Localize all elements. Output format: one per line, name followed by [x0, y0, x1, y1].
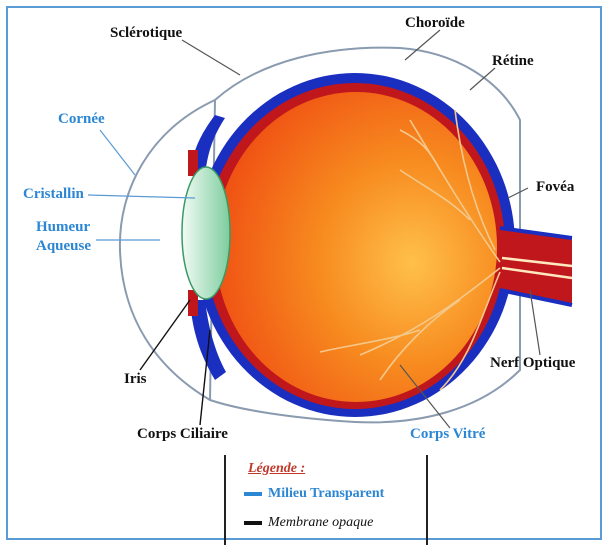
label-retine: Rétine — [492, 54, 534, 69]
legend-label-opaque: Membrane opaque — [268, 515, 373, 531]
legend-title: Légende : — [248, 461, 305, 477]
label-choroide: Choroïde — [405, 16, 465, 31]
vitreous-body — [215, 92, 497, 402]
legend-swatch-black — [244, 521, 262, 525]
label-cristallin: Cristallin — [23, 187, 84, 202]
leader-sclerotique — [182, 40, 240, 75]
label-humeur-line1: Humeur — [36, 220, 90, 235]
lens — [182, 167, 230, 299]
legend-box: Légende : Milieu Transparent Membrane op… — [224, 455, 428, 545]
legend-item-opaque: Membrane opaque — [244, 515, 373, 531]
legend-swatch-blue — [244, 492, 262, 496]
label-iris: Iris — [124, 372, 147, 387]
leader-iris — [140, 300, 190, 370]
label-corps-vitre: Corps Vitré — [410, 427, 485, 442]
leader-cornee — [100, 130, 135, 175]
label-sclerotique: Sclérotique — [110, 26, 182, 41]
label-fovea: Fovéa — [536, 180, 574, 195]
label-nerf-optique: Nerf Optique — [490, 356, 575, 371]
leader-cristallin — [88, 195, 195, 198]
label-cornee: Cornée — [58, 112, 105, 127]
legend-label-transparent: Milieu Transparent — [268, 486, 384, 502]
label-corps-ciliaire: Corps Ciliaire — [137, 427, 228, 442]
legend-item-transparent: Milieu Transparent — [244, 486, 384, 502]
label-humeur-line2: Aqueuse — [36, 239, 91, 254]
